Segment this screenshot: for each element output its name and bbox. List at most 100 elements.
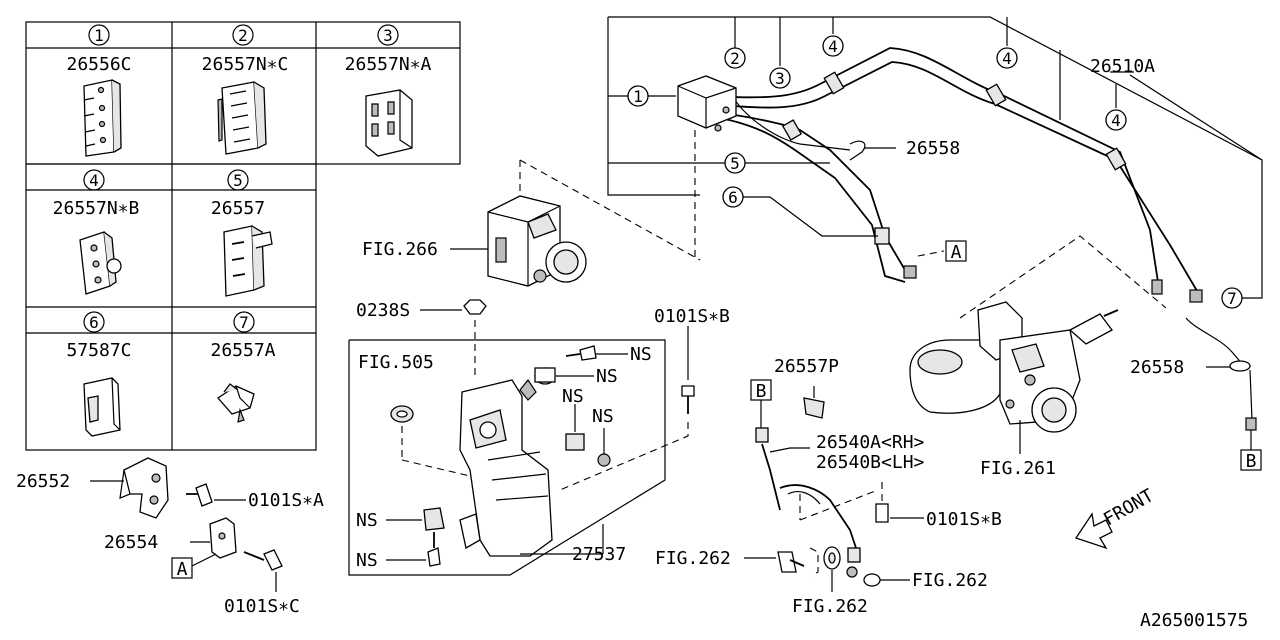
nut-mid: NS [592, 406, 614, 467]
fig266-label: FIG.266 [362, 239, 438, 260]
part-26558-label-top: 26558 [906, 138, 960, 159]
legend-part-5: 26557 [211, 198, 265, 219]
clip-legend-table: 1 26556C 2 26557N∗C 3 26557N∗A [25, 21, 461, 451]
svg-text:4: 4 [1002, 49, 1012, 68]
legend-part-2: 26557N∗C [202, 54, 289, 75]
callout-2: 2 [724, 47, 746, 69]
legend-num-2: 2 [238, 26, 248, 45]
bolt-0101SB-top: 0101S∗B [654, 306, 730, 414]
brake-pipe-assembly: 1 2 3 4 4 4 5 6 7 26510A 26558 A [607, 16, 1263, 309]
abs-hydraulic-unit: FIG.266 [362, 195, 587, 287]
fig505-label: FIG.505 [358, 352, 434, 373]
part-26510A-label: 26510A [1090, 56, 1155, 77]
legend-part-7: 26557A [210, 340, 275, 361]
part-26540B-label: 26540B<LH> [816, 452, 925, 473]
fig262-label-right: FIG.262 [912, 570, 988, 591]
mount-bushing-mid: NS [562, 386, 585, 451]
clip-26557A-shape [217, 383, 255, 423]
ns-label-6: NS [356, 550, 378, 571]
part-26558-label-right: 26558 [1130, 357, 1184, 378]
fig262-label-left: FIG.262 [655, 548, 731, 569]
bracket-assembly: FIG.505 NS NS NS [348, 339, 666, 576]
reference-box-a-top: A [951, 242, 962, 263]
legend-part-1: 26556C [66, 54, 131, 75]
callout-4-b: 4 [996, 47, 1018, 69]
legend-part-6: 57587C [66, 340, 131, 361]
part-0101SA-label: 0101S∗A [248, 490, 324, 511]
bolt-low: NS [356, 532, 441, 571]
part-0238S-label: 0238S [356, 300, 410, 321]
legend-cell-4: 4 26557N∗B [53, 169, 140, 295]
legend-num-3: 3 [383, 26, 393, 45]
fig261-label: FIG.261 [980, 458, 1056, 479]
svg-text:6: 6 [728, 188, 738, 207]
mount-bushing-top: NS [534, 366, 618, 387]
svg-text:1: 1 [633, 87, 643, 106]
ns-label-3: NS [562, 386, 584, 407]
ns-label-5: NS [356, 510, 378, 531]
svg-text:4: 4 [828, 37, 838, 56]
callout-3: 3 [769, 67, 791, 89]
callout-5: 5 [724, 152, 746, 174]
ns-label-1: NS [596, 366, 618, 387]
diagram-id: A265001575 [1140, 610, 1248, 631]
svg-text:5: 5 [730, 154, 740, 173]
legend-num-5: 5 [233, 171, 243, 190]
fitting-fig262-left: FIG.262 [655, 548, 805, 573]
legend-num-1: 1 [94, 26, 104, 45]
part-26552-label: 26552 [16, 471, 70, 492]
legend-cell-7: 7 26557A [210, 311, 276, 423]
legend-cell-1: 1 26556C [66, 24, 132, 157]
bracket-26552: 26552 [16, 457, 169, 519]
legend-cell-5: 5 26557 [211, 169, 273, 297]
master-cylinder-booster: FIG.261 [909, 235, 1167, 479]
part-26554-label: 26554 [104, 532, 158, 553]
clip-57587C-shape [83, 377, 121, 437]
callout-4-a: 4 [822, 35, 844, 57]
bolt-top: NS [565, 344, 652, 365]
clip-26557-shape [223, 225, 273, 297]
legend-part-4: 26557N∗B [53, 198, 140, 219]
ns-label-4: NS [592, 406, 614, 427]
legend-cell-3: 3 26557N∗A [345, 24, 432, 157]
legend-cell-6: 6 57587C [66, 311, 132, 437]
nut-0238S: 0238S [356, 299, 487, 321]
bracket-26554: 26554 A [104, 517, 237, 580]
clip-26557NB-shape [79, 231, 122, 295]
clip-26558-right: 26558 B [1130, 317, 1262, 472]
svg-text:4: 4 [1111, 111, 1121, 130]
callout-4-c: 4 [1105, 109, 1127, 131]
svg-text:2: 2 [730, 49, 740, 68]
front-label: FRONT [1100, 485, 1158, 530]
part-27537-label: 27537 [572, 544, 626, 565]
clip-26556C-shape [83, 79, 122, 157]
reference-box-b-left: B [756, 381, 767, 402]
clip-26557NC-shape [217, 81, 267, 155]
callout-7: 7 [1221, 287, 1243, 309]
bolt-0101SA: 0101S∗A [186, 483, 324, 511]
part-0101SC-label: 0101S∗C [224, 596, 300, 617]
washer-fig262-bottom: FIG.262 [792, 546, 868, 617]
callout-6: 6 [722, 186, 744, 208]
part-0101SB-label-top: 0101S∗B [654, 306, 730, 327]
bolt-0101SB-bottom: 0101S∗B [875, 482, 1002, 530]
legend-num-6: 6 [89, 313, 99, 332]
legend-num-7: 7 [239, 313, 249, 332]
fig262-label-bottom: FIG.262 [792, 596, 868, 617]
callout-1: 1 [627, 85, 649, 107]
legend-part-3: 26557N∗A [345, 54, 432, 75]
washer-fig262-right: FIG.262 [846, 566, 988, 591]
legend-cell-2: 2 26557N∗C [202, 24, 289, 155]
front-direction-arrow: FRONT [1074, 485, 1158, 550]
clip-26557NA-shape [365, 89, 413, 157]
reference-box-b-right: B [1246, 451, 1257, 472]
bolt-0101SC: 0101S∗C [224, 549, 300, 617]
ns-label-2: NS [630, 344, 652, 365]
brake-hose-assembly: B 26557P 26540A<RH> 26540B<LH> [750, 356, 925, 563]
legend-num-4: 4 [89, 171, 99, 190]
part-0101SB-label-bottom: 0101S∗B [926, 509, 1002, 530]
part-26557P-label: 26557P [774, 356, 839, 377]
reference-box-a-bottom: A [177, 559, 188, 580]
svg-text:7: 7 [1227, 289, 1237, 308]
